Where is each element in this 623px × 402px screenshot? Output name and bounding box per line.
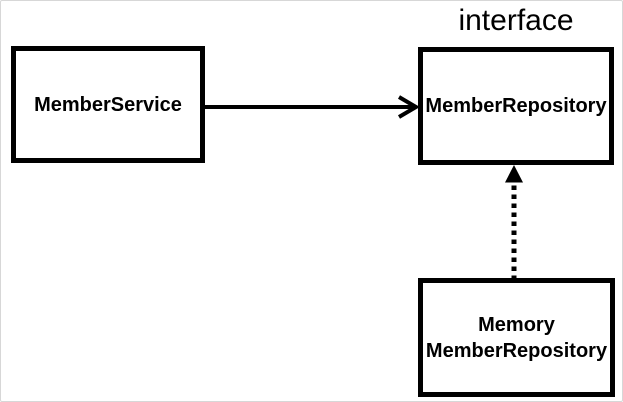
interface-stereotype-label: interface	[458, 4, 574, 37]
node-member-repository-label: MemberRepository	[425, 95, 607, 117]
node-member-repository: MemberRepository	[418, 47, 614, 165]
edge-solid-arrow	[202, 95, 420, 119]
node-member-service-label: MemberService	[34, 93, 182, 116]
edge-dotted-arrow	[505, 165, 523, 280]
node-memory-member-repository: Memory MemberRepository	[418, 278, 615, 397]
node-member-service: MemberService	[11, 46, 205, 163]
node-memory-member-repository-label-line1: Memory	[478, 313, 555, 336]
node-memory-member-repository-label-line2: MemberRepository	[425, 339, 608, 362]
